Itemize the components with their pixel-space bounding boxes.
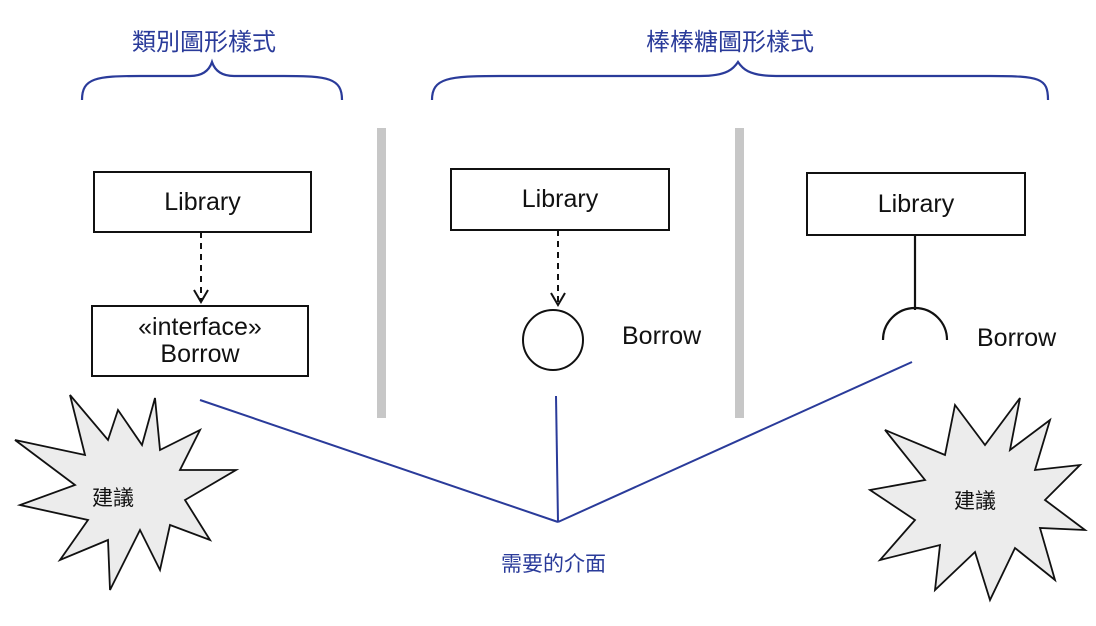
interface-stereotype: «interface» [138,313,262,341]
interface-circle-icon [522,309,584,371]
arrowhead-2-icon [550,292,566,307]
curly-brace-left-icon [80,58,344,101]
library-class-box-2: Library [450,168,670,231]
header-class-style: 類別圖形樣式 [132,28,276,56]
library-class-name-2: Library [521,185,599,213]
pointer-line-middle [555,395,559,523]
pointer-line-right [557,361,913,523]
library-class-box-1: Library [93,171,312,233]
library-class-name-1: Library [164,187,241,216]
starburst-left-icon [14,394,240,591]
library-class-name-3: Library [877,189,955,218]
required-interface-label: 需要的介面 [501,552,606,576]
note-right-text: 建議 [954,489,996,513]
starburst-right-icon [867,397,1088,603]
note-left-text: 建議 [92,486,134,510]
interface-name-3: Borrow [977,324,1057,352]
interface-class-box: «interface» Borrow [91,305,309,377]
divider-right [735,128,744,418]
socket-icon [881,306,949,341]
interface-name-2: Borrow [622,322,702,350]
header-lollipop-style: 棒棒糖圖形樣式 [646,28,814,56]
divider-left [377,128,386,418]
pointer-line-left [199,399,559,523]
arrowhead-1-icon [193,289,209,304]
library-class-box-3: Library [806,172,1026,236]
curly-brace-right-icon [430,60,1050,101]
interface-name-1: Borrow [160,340,240,368]
